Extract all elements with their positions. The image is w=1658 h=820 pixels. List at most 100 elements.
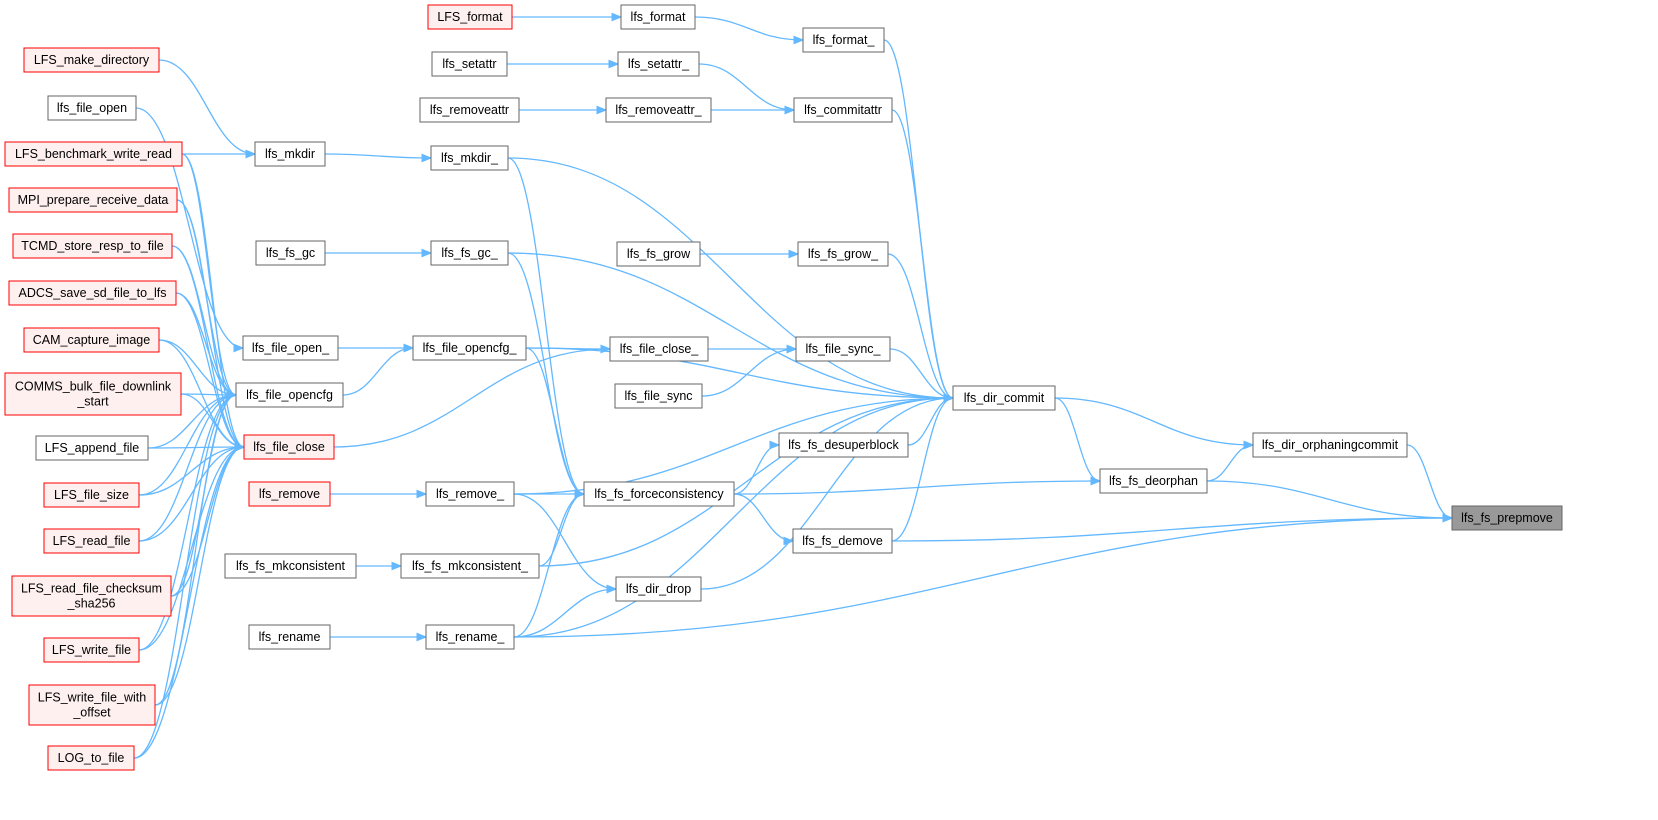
node-CAM_capture_image[interactable]: CAM_capture_image bbox=[23, 327, 160, 353]
node-lfs_fs_desuperblock[interactable]: lfs_fs_desuperblock bbox=[778, 432, 909, 458]
node-label: COMMS_bulk_file_downlink bbox=[15, 380, 172, 394]
node-box bbox=[8, 187, 178, 213]
node-label: LFS_file_size bbox=[54, 488, 129, 502]
edge-lfs_fs_deorphan-to-lfs_dir_orphaningcommit bbox=[1206, 444, 1254, 482]
node-lfs_fs_prepmove[interactable]: lfs_fs_prepmove bbox=[1451, 505, 1563, 531]
node-label: lfs_rename_ bbox=[436, 630, 506, 644]
edge-lfs_file_open-to-lfs_file_open_ bbox=[135, 107, 244, 349]
node-box bbox=[797, 241, 889, 267]
node-lfs_file_close_[interactable]: lfs_file_close_ bbox=[609, 336, 709, 362]
node-lfs_fs_gc_[interactable]: lfs_fs_gc_ bbox=[430, 240, 509, 266]
edge-lfs_fs_gc_-to-lfs_fs_forceconsistency bbox=[507, 252, 585, 495]
edge-lfs_file_sync-to-lfs_file_sync_ bbox=[701, 348, 797, 397]
node-TCMD_store_resp_to_file[interactable]: TCMD_store_resp_to_file bbox=[12, 233, 173, 259]
node-lfs_fs_forceconsistency[interactable]: lfs_fs_forceconsistency bbox=[583, 481, 735, 507]
edge-lfs_format-to-lfs_format_ bbox=[694, 16, 804, 41]
node-label: lfs_fs_mkconsistent_ bbox=[412, 559, 529, 573]
edge-lfs_dir_commit-to-lfs_fs_deorphan bbox=[1054, 397, 1101, 482]
edge-lfs_fs_grow_-to-lfs_dir_commit bbox=[887, 253, 954, 399]
node-lfs_fs_grow[interactable]: lfs_fs_grow bbox=[616, 241, 701, 267]
node-label: lfs_fs_forceconsistency bbox=[594, 487, 724, 501]
node-lfs_fs_mkconsistent[interactable]: lfs_fs_mkconsistent bbox=[224, 553, 357, 579]
node-box bbox=[431, 51, 508, 77]
node-lfs_mkdir[interactable]: lfs_mkdir bbox=[254, 141, 326, 167]
node-lfs_file_close[interactable]: lfs_file_close bbox=[243, 434, 335, 460]
node-box bbox=[35, 435, 149, 461]
node-ADCS_save_sd_file_to_lfs[interactable]: ADCS_save_sd_file_to_lfs bbox=[8, 280, 177, 306]
node-lfs_file_opencfg_[interactable]: lfs_file_opencfg_ bbox=[412, 335, 527, 361]
node-label: _sha256 bbox=[67, 597, 116, 611]
arrowhead-lfs_fs_mkconsistent-to-lfs_fs_mkconsistent_ bbox=[391, 561, 403, 571]
node-COMMS_bulk[interactable]: COMMS_bulk_file_downlink_start bbox=[4, 372, 182, 416]
node-lfs_file_open[interactable]: lfs_file_open bbox=[47, 95, 137, 121]
node-LFS_read_file[interactable]: LFS_read_file bbox=[43, 528, 140, 554]
node-lfs_fs_grow_[interactable]: lfs_fs_grow_ bbox=[797, 241, 889, 267]
node-label: lfs_fs_mkconsistent bbox=[236, 559, 346, 573]
node-lfs_file_sync[interactable]: lfs_file_sync bbox=[614, 383, 703, 409]
node-lfs_dir_commit[interactable]: lfs_dir_commit bbox=[952, 385, 1056, 411]
node-lfs_commitattr[interactable]: lfs_commitattr bbox=[793, 97, 893, 123]
edge-lfs_rename_-to-lfs_fs_prepmove bbox=[513, 517, 1453, 638]
node-box bbox=[605, 97, 712, 123]
node-lfs_fs_deorphan[interactable]: lfs_fs_deorphan bbox=[1099, 468, 1208, 494]
node-box bbox=[620, 4, 696, 30]
node-lfs_format[interactable]: lfs_format bbox=[620, 4, 696, 30]
node-lfs_fs_mkconsistent_[interactable]: lfs_fs_mkconsistent_ bbox=[400, 553, 540, 579]
node-lfs_file_opencfg[interactable]: lfs_file_opencfg bbox=[235, 382, 344, 408]
node-LFS_write_file_with_offset[interactable]: LFS_write_file_with_offset bbox=[28, 684, 156, 726]
arrowhead-LFS_benchmark_write_read-to-lfs_mkdir bbox=[245, 149, 257, 159]
node-label: lfs_file_sync bbox=[624, 389, 692, 403]
node-box bbox=[243, 434, 335, 460]
node-lfs_rename[interactable]: lfs_rename bbox=[248, 624, 331, 650]
node-label: lfs_fs_demove bbox=[802, 534, 883, 548]
node-label: LFS_write_file bbox=[52, 643, 131, 657]
node-box bbox=[248, 624, 331, 650]
node-lfs_setattr[interactable]: lfs_setattr bbox=[431, 51, 508, 77]
node-LFS_write_file[interactable]: LFS_write_file bbox=[43, 637, 140, 663]
node-box bbox=[23, 47, 160, 73]
edge-lfs_fs_demove-to-lfs_fs_prepmove bbox=[891, 517, 1453, 542]
node-label: MPI_prepare_receive_data bbox=[18, 193, 169, 207]
node-LFS_benchmark_write_read[interactable]: LFS_benchmark_write_read bbox=[4, 141, 183, 167]
node-label: lfs_commitattr bbox=[804, 103, 882, 117]
arrowhead-lfs_rename-to-lfs_rename_ bbox=[416, 632, 428, 642]
arrowhead-lfs_fs_grow-to-lfs_fs_grow_ bbox=[788, 249, 800, 259]
node-lfs_dir_drop[interactable]: lfs_dir_drop bbox=[615, 576, 702, 602]
arrowhead-LFS_format-to-lfs_format bbox=[611, 12, 623, 22]
node-LFS_append_file[interactable]: LFS_append_file bbox=[35, 435, 149, 461]
edge-lfs_dir_commit-to-lfs_dir_orphaningcommit bbox=[1054, 397, 1254, 446]
node-label: lfs_file_opencfg_ bbox=[423, 341, 518, 355]
node-lfs_remove[interactable]: lfs_remove bbox=[248, 481, 331, 507]
arrowhead-lfs_mkdir-to-lfs_mkdir_ bbox=[421, 153, 433, 163]
node-LFS_format[interactable]: LFS_format bbox=[427, 4, 513, 30]
node-box bbox=[795, 336, 891, 362]
edge-ADCS_save_sd_file_to_lfs-to-lfs_file_opencfg bbox=[175, 292, 237, 396]
node-label: lfs_format bbox=[631, 10, 686, 24]
node-lfs_mkdir_[interactable]: lfs_mkdir_ bbox=[430, 145, 509, 171]
node-MPI_prepare_receive_data[interactable]: MPI_prepare_receive_data bbox=[8, 187, 178, 213]
edge-lfs_dir_drop-to-lfs_dir_commit bbox=[700, 397, 954, 590]
node-lfs_format_[interactable]: lfs_format_ bbox=[802, 27, 885, 53]
node-lfs_removeattr[interactable]: lfs_removeattr bbox=[419, 97, 520, 123]
node-LFS_file_size[interactable]: LFS_file_size bbox=[43, 482, 140, 508]
node-LFS_read_file_checksum[interactable]: LFS_read_file_checksum_sha256 bbox=[11, 575, 172, 617]
node-lfs_removeattr_[interactable]: lfs_removeattr_ bbox=[605, 97, 712, 123]
node-label: lfs_remove_ bbox=[436, 487, 505, 501]
node-lfs_fs_demove[interactable]: lfs_fs_demove bbox=[792, 528, 893, 554]
node-lfs_file_sync_[interactable]: lfs_file_sync_ bbox=[795, 336, 891, 362]
node-lfs_file_open_[interactable]: lfs_file_open_ bbox=[242, 335, 339, 361]
node-LFS_make_directory[interactable]: LFS_make_directory bbox=[23, 47, 160, 73]
edge-lfs_dir_orphaningcommit-to-lfs_fs_prepmove bbox=[1406, 444, 1453, 519]
node-LOG_to_file[interactable]: LOG_to_file bbox=[47, 745, 135, 771]
node-lfs_setattr_[interactable]: lfs_setattr_ bbox=[617, 51, 700, 77]
node-lfs_remove_[interactable]: lfs_remove_ bbox=[425, 481, 515, 507]
node-box bbox=[427, 4, 513, 30]
node-lfs_rename_[interactable]: lfs_rename_ bbox=[425, 624, 515, 650]
node-lfs_dir_orphaningcommit[interactable]: lfs_dir_orphaningcommit bbox=[1252, 432, 1408, 458]
node-box bbox=[43, 637, 140, 663]
node-box bbox=[224, 553, 357, 579]
edge-lfs_rename_-to-lfs_fs_forceconsistency bbox=[513, 493, 585, 638]
node-lfs_fs_gc[interactable]: lfs_fs_gc bbox=[255, 240, 326, 266]
node-label: lfs_fs_deorphan bbox=[1109, 474, 1198, 488]
